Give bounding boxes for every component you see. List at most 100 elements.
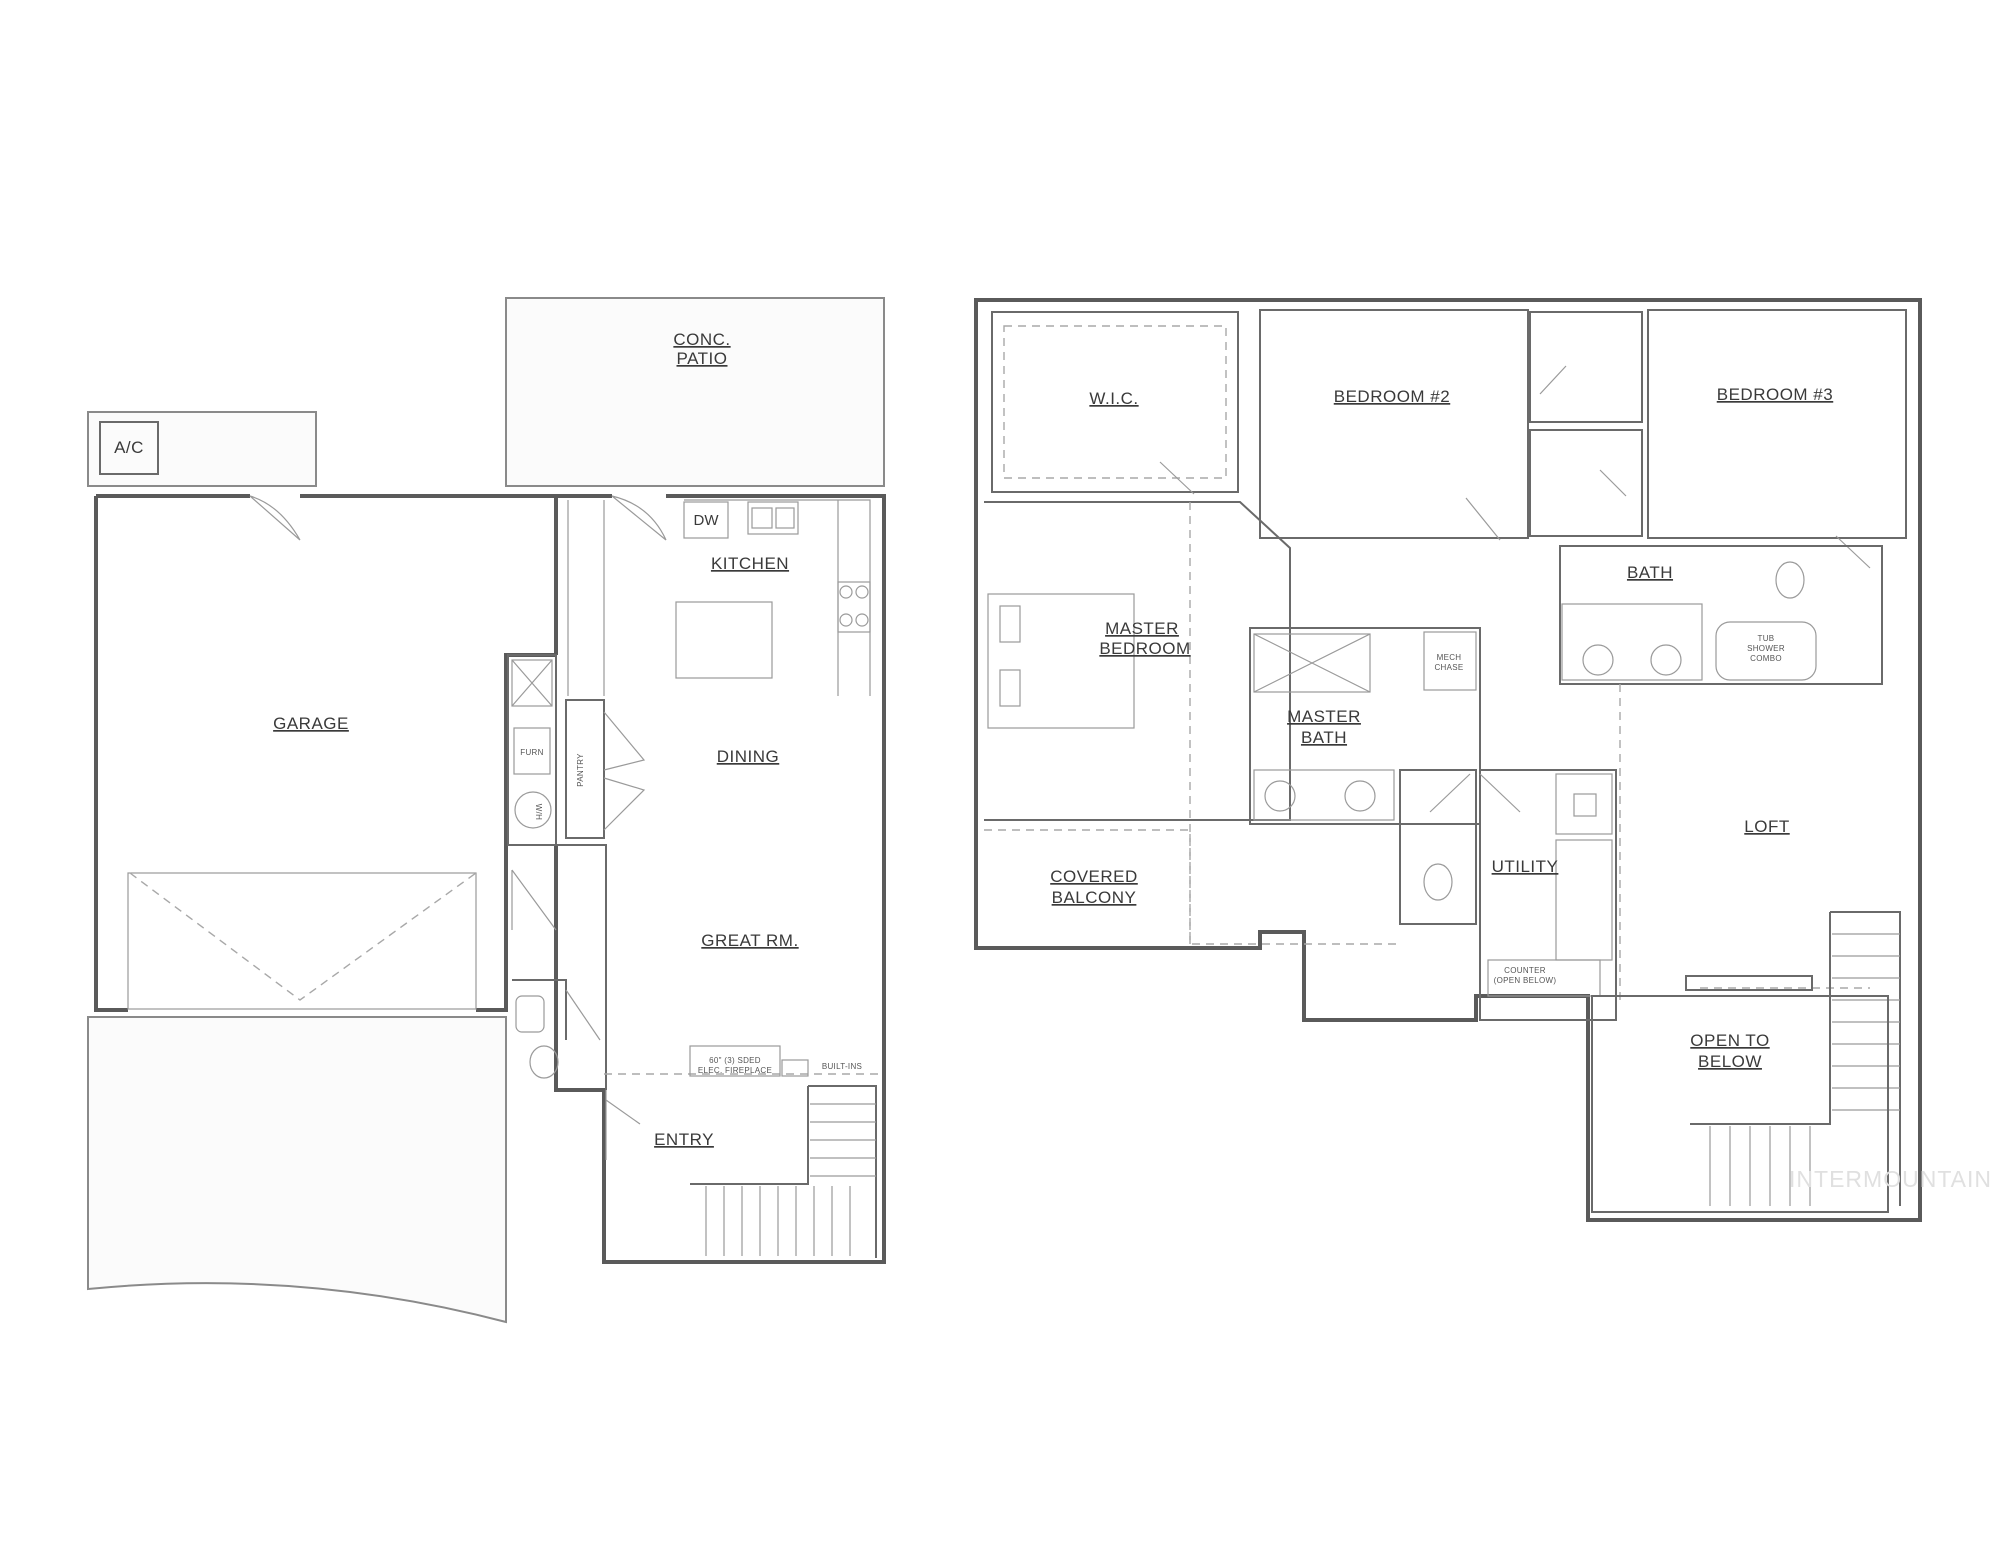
label-master-bedroom-2: BEDROOM (1099, 639, 1190, 658)
label-bedroom2: BEDROOM #2 (1334, 387, 1450, 406)
label-entry: ENTRY (654, 1130, 714, 1149)
master-bed (987, 593, 1135, 729)
label-open-to-below-2: BELOW (1698, 1052, 1762, 1071)
label-water-heater: W/H (534, 804, 543, 820)
label-fireplace-1: 60" (3) SDED (709, 1056, 761, 1065)
powder-sink (515, 995, 545, 1033)
upper-outer-walls (974, 298, 1922, 1222)
master-sink (1264, 780, 1296, 812)
burner (839, 613, 853, 627)
hall-sink (1650, 644, 1682, 676)
powder-door (511, 869, 557, 931)
label-dining: DINING (717, 747, 780, 766)
mech-shelf (511, 659, 553, 707)
garage-man-door (249, 495, 301, 541)
builtin-box (781, 1059, 809, 1077)
nightstand (999, 605, 1021, 643)
powder-toilet (529, 1045, 559, 1079)
wc-door (1429, 773, 1471, 813)
shower-drain-cross (1253, 633, 1371, 693)
master-bath-walls (1249, 627, 1481, 825)
upper-stair-treads (1709, 933, 1900, 1206)
utility-sink (1573, 793, 1597, 817)
master-shower (1253, 633, 1371, 693)
garage-door-opening (127, 872, 477, 1010)
sink-basin-right (775, 507, 795, 529)
bedroom3-closet (1529, 429, 1643, 537)
sink-box (747, 501, 799, 535)
label-utility: UTILITY (1492, 857, 1559, 876)
label-bedroom3: BEDROOM #3 (1717, 385, 1833, 404)
label-open-to-below-1: OPEN TO (1690, 1031, 1769, 1050)
label-mech-chase-2: CHASE (1434, 663, 1463, 672)
burner (839, 585, 853, 599)
wic-shelving (1003, 325, 1227, 479)
upper-doors (1159, 365, 1871, 569)
stair-outline (690, 1085, 877, 1258)
label-great-room: GREAT RM. (701, 931, 798, 950)
label-tub-2: SHOWER (1747, 644, 1785, 653)
upper-stair-outline (1690, 911, 1901, 1206)
pantry-walls (565, 699, 605, 839)
burner (855, 613, 869, 627)
loft-rail (1685, 975, 1813, 991)
master-bedroom-walls (984, 501, 1291, 821)
dishwasher-box (683, 501, 729, 539)
label-conc-patio-1: CONC. (673, 330, 730, 349)
label-garage: GARAGE (273, 714, 349, 733)
entry-door (605, 1090, 641, 1160)
garage-door-swing (129, 872, 477, 1001)
watermark-text: INTERMOUNTAIN (1789, 1166, 1992, 1192)
utility-sink-cabinet (1555, 773, 1613, 835)
rear-door (611, 495, 667, 541)
wic-walls (991, 311, 1239, 493)
hall-vanity (1561, 603, 1703, 681)
burner (855, 585, 869, 599)
ac-unit (99, 421, 159, 475)
pantry-doors (603, 711, 646, 831)
mech-shelf-cross (511, 659, 553, 707)
hall-sink (1582, 644, 1614, 676)
master-wc (1399, 769, 1477, 925)
garage-walls (94, 494, 558, 1012)
sink-basin-left (751, 507, 773, 529)
tub-shower (1715, 621, 1817, 681)
house-main-walls (554, 494, 886, 1264)
label-master-bath-1: MASTER (1287, 707, 1361, 726)
nightstand (999, 669, 1021, 707)
powder-door-swing (565, 989, 601, 1041)
washer-dryer (1555, 839, 1613, 961)
kitchen-island (675, 601, 773, 679)
utility-walls (1479, 769, 1617, 1021)
label-pantry: PANTRY (576, 753, 585, 787)
powder-walls (512, 844, 607, 1090)
second-floor-plan (974, 298, 1922, 1222)
patio-slab (505, 297, 885, 487)
label-bath: BATH (1627, 563, 1673, 582)
bedroom2-walls (1259, 309, 1529, 539)
powder-partition (512, 979, 567, 1040)
label-counter-2: (OPEN BELOW) (1494, 976, 1557, 985)
label-loft: LOFT (1744, 817, 1789, 836)
west-cabinets (567, 500, 605, 696)
label-ac: A/C (114, 438, 144, 457)
label-master-bath-2: BATH (1301, 728, 1347, 747)
label-built-ins: BUILT-INS (822, 1062, 862, 1071)
label-wic: W.I.C. (1089, 389, 1138, 408)
loft-edges (1619, 684, 1870, 1000)
utility-counter (1487, 959, 1601, 997)
open-to-below-well (1591, 995, 1889, 1213)
bedroom2-closet (1529, 311, 1643, 423)
wc-toilet (1423, 863, 1453, 901)
cooktop (837, 581, 871, 633)
label-counter-1: COUNTER (1504, 966, 1546, 975)
bedroom3-walls (1647, 309, 1907, 539)
balcony-outline (984, 829, 1396, 945)
label-master-bedroom-1: MASTER (1105, 619, 1179, 638)
driveway (87, 1016, 507, 1324)
label-covered-balcony-2: BALCONY (1052, 888, 1137, 907)
label-fireplace-2: ELEC. FIREPLACE (698, 1066, 772, 1075)
label-furnace: FURN (520, 748, 543, 757)
fireplace-box (689, 1045, 781, 1077)
label-conc-patio-2: PATIO (677, 349, 728, 368)
